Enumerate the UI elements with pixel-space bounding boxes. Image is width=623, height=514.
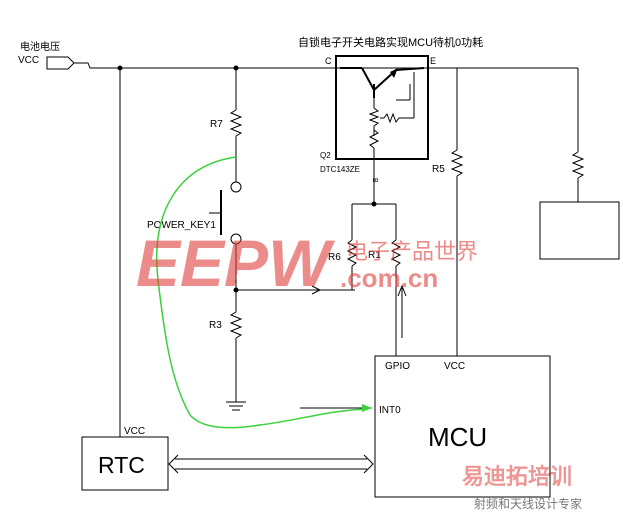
eepw-watermark-main: EEPW [136, 226, 335, 300]
gpio-signal-arrowhead [397, 284, 407, 297]
q2-part-label: DTC143ZE [320, 165, 360, 174]
vcc-rail-wire [74, 62, 578, 69]
resistor-r6 [346, 239, 358, 267]
footer-watermark-line1: 易迪拓培训 [462, 464, 572, 490]
mcu-vcc-pin-label: VCC [444, 361, 465, 372]
resistor-r1 [390, 239, 402, 267]
mcu-gpio-pin-label: GPIO [385, 361, 410, 372]
footer-watermark-line2: 射频和天线设计专家 [474, 496, 582, 511]
rtc-block [81, 436, 169, 491]
resistor-r5 [450, 149, 464, 177]
mcu-int0-pin-label: INT0 [379, 405, 401, 416]
switch-contact-top [230, 181, 242, 193]
battery-voltage-label: 电池电压 [20, 40, 60, 53]
rtc-label: RTC [98, 452, 145, 478]
eepw-watermark: EEPW 电子产品世界 .com.cn [136, 226, 478, 300]
q2-emitter-label: E [430, 56, 436, 66]
vcc-input-label: VCC [18, 55, 39, 66]
transistor-q2-box [335, 55, 429, 160]
eepw-watermark-cn: 电子产品世界 [346, 240, 478, 265]
rtc-mcu-bus [168, 454, 374, 474]
eepw-watermark-domain: .com.cn [340, 263, 438, 293]
signal-arrow [311, 285, 322, 295]
r1-label: R1 [368, 250, 381, 261]
mcu-label: MCU [428, 422, 487, 452]
resistor-r3 [229, 311, 243, 339]
q2-ref-label: Q2 [320, 151, 331, 160]
mcu-block [374, 355, 551, 498]
vcc-input-port-symbol [46, 56, 75, 70]
r3-label: R3 [209, 320, 222, 331]
rtc-vcc-pin-label: VCC [124, 426, 145, 437]
load-box [539, 201, 620, 260]
r7-label: R7 [210, 119, 223, 130]
transistor-q2-symbol [340, 67, 425, 160]
resistor-r7 [229, 109, 243, 137]
int0-arrowhead [362, 404, 372, 412]
r5-label: R5 [432, 164, 445, 175]
load-resistor [571, 151, 585, 179]
footer-watermark: 易迪拓培训 射频和天线设计专家 [462, 464, 582, 511]
green-annotation-wire [156, 156, 369, 429]
r6-label: R6 [328, 252, 341, 263]
switch-label: POWER_KEY1 [147, 220, 216, 231]
diagram-title: 自锁电子开关电路实现MCU待机0功耗 [298, 35, 483, 49]
q2-collector-label: C [325, 56, 332, 66]
